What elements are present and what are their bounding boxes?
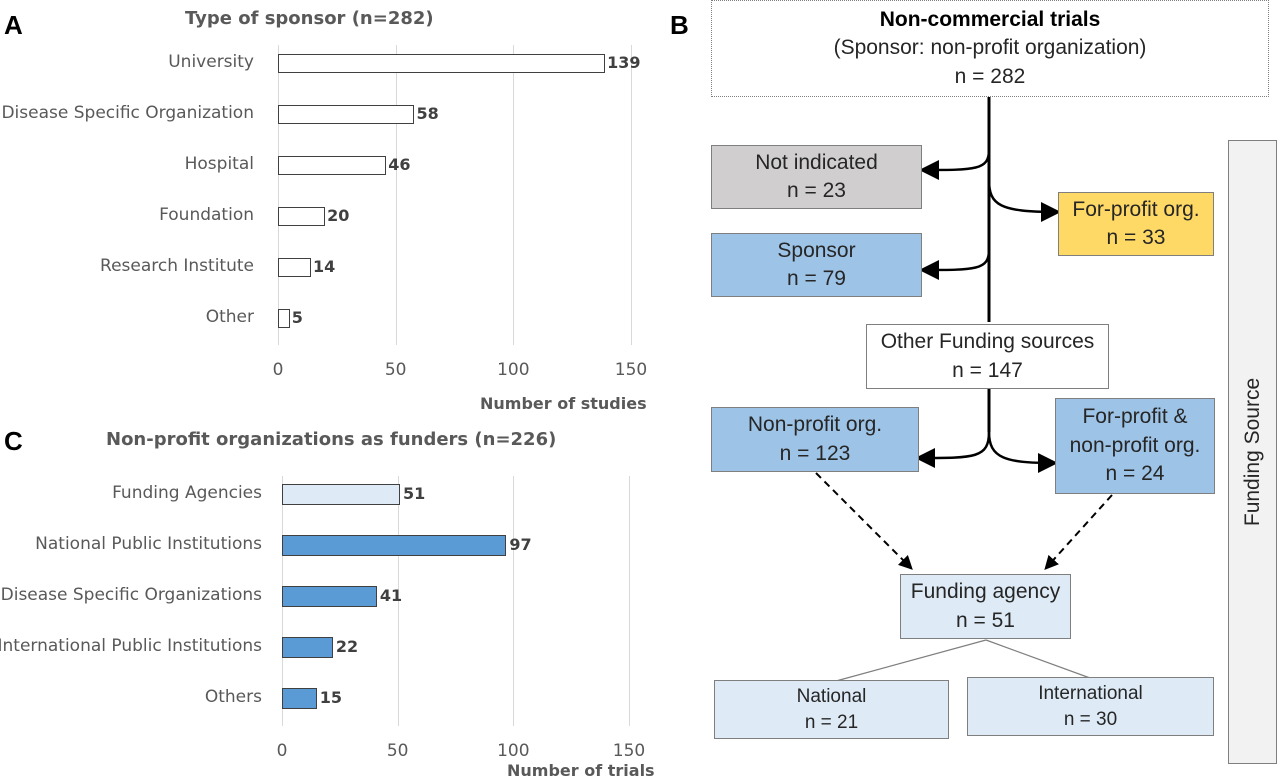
chart-c-title: Non-profit organizations as funders (n=2… <box>106 429 557 450</box>
gridline <box>278 45 279 345</box>
x-tick-label: 50 <box>386 741 409 761</box>
not-indicated-box: Not indicated n = 23 <box>711 145 922 209</box>
category-label: Disease Specific Organization <box>1 103 254 123</box>
category-label: Hospital <box>184 154 254 174</box>
bar <box>282 585 377 607</box>
international-label: International <box>1038 682 1143 704</box>
value-label: 14 <box>312 257 336 276</box>
value-label: 20 <box>327 206 350 225</box>
non-profit-label: Non-profit org. <box>747 413 883 437</box>
value-label: 97 <box>509 535 532 554</box>
sponsor-label: Sponsor <box>777 238 856 262</box>
x-tick-label: 150 <box>612 741 646 761</box>
value-label: 139 <box>607 53 641 72</box>
for-profit-count: n = 33 <box>1106 226 1166 249</box>
not-indicated-count: n = 23 <box>787 179 846 202</box>
category-label: Funding Agencies <box>112 483 262 503</box>
non-profit-box: Non-profit org. n = 123 <box>711 407 919 472</box>
x-tick-label: 150 <box>614 360 648 380</box>
category-label: Disease Specific Organizations <box>0 585 262 605</box>
category-label: International Public Institutions <box>0 636 262 656</box>
x-tick-label: 50 <box>384 360 407 380</box>
funding-agency-box: Funding agency n = 51 <box>900 574 1071 639</box>
bar <box>278 308 290 328</box>
gridline <box>513 476 515 726</box>
for-profit-box: For-profit org. n = 33 <box>1058 192 1214 256</box>
bar <box>282 687 317 709</box>
root-box-title: Non-commercial trials <box>879 7 1101 31</box>
root-box-count: n = 282 <box>954 64 1026 88</box>
for-and-non-profit-label-1: For-profit & <box>1082 405 1188 429</box>
gridline <box>631 45 632 345</box>
bar <box>278 257 311 277</box>
bar <box>278 206 326 226</box>
national-box: National n = 21 <box>714 680 949 739</box>
national-label: National <box>796 685 867 707</box>
panel-letter-a: A <box>4 10 23 40</box>
other-funding-label: Other Funding sources <box>880 330 1095 354</box>
value-label: 5 <box>291 308 303 327</box>
funding-agency-count: n = 51 <box>956 608 1015 632</box>
gridline <box>395 45 397 345</box>
for-profit-label: For-profit org. <box>1072 197 1200 221</box>
chart-a-x-axis-title: Number of studies <box>480 394 647 413</box>
sponsor-box: Sponsor n = 79 <box>711 233 922 297</box>
value-label: 46 <box>388 155 411 174</box>
bar <box>282 534 507 556</box>
sponsor-count: n = 79 <box>787 267 846 290</box>
gridline <box>397 476 399 726</box>
value-label: 41 <box>379 586 403 605</box>
bar <box>278 104 415 124</box>
root-box-subtitle: (Sponsor: non-profit organization) <box>833 36 1147 60</box>
category-label: University <box>168 52 254 72</box>
category-label: Other <box>205 307 254 327</box>
category-label: National Public Institutions <box>35 534 262 554</box>
bar <box>282 483 400 505</box>
other-funding-count: n = 147 <box>952 358 1023 382</box>
x-tick-label: 100 <box>497 360 530 380</box>
funding-agency-label: Funding agency <box>910 580 1061 604</box>
category-label: Others <box>204 687 262 707</box>
national-count: n = 21 <box>804 711 859 733</box>
chart-a-title: Type of sponsor (n=282) <box>185 8 434 29</box>
x-tick-label: 0 <box>272 360 284 380</box>
funding-source-label: Funding Source <box>1240 377 1264 527</box>
value-label: 58 <box>416 104 439 123</box>
chart-c-x-axis-title: Number of trials <box>507 761 655 780</box>
funding-source-side-box: Funding Source <box>1228 140 1277 764</box>
non-profit-count: n = 123 <box>779 441 851 465</box>
bar <box>278 53 606 73</box>
for-and-non-profit-box: For-profit & non-profit org. n = 24 <box>1055 398 1215 494</box>
panel-letter-b: B <box>670 10 689 40</box>
for-and-non-profit-label-2: non-profit org. <box>1069 433 1201 457</box>
x-tick-label: 100 <box>497 741 530 761</box>
root-box-non-commercial-trials: Non-commercial trials (Sponsor: non-prof… <box>711 0 1269 97</box>
category-label: Research Institute <box>100 256 254 276</box>
for-and-non-profit-count: n = 24 <box>1105 462 1165 486</box>
bar <box>278 155 387 175</box>
international-box: International n = 30 <box>967 677 1214 736</box>
value-label: 51 <box>402 484 426 503</box>
other-funding-box: Other Funding sources n = 147 <box>866 324 1109 389</box>
panel-letter-c: C <box>4 426 23 456</box>
international-count: n = 30 <box>1063 708 1118 730</box>
category-label: Foundation <box>159 205 254 225</box>
bar <box>282 636 333 658</box>
gridline <box>629 476 630 726</box>
not-indicated-label: Not indicated <box>755 150 878 174</box>
gridline <box>513 45 515 345</box>
value-label: 22 <box>335 637 359 656</box>
value-label: 15 <box>319 688 342 707</box>
x-tick-label: 0 <box>276 741 288 761</box>
